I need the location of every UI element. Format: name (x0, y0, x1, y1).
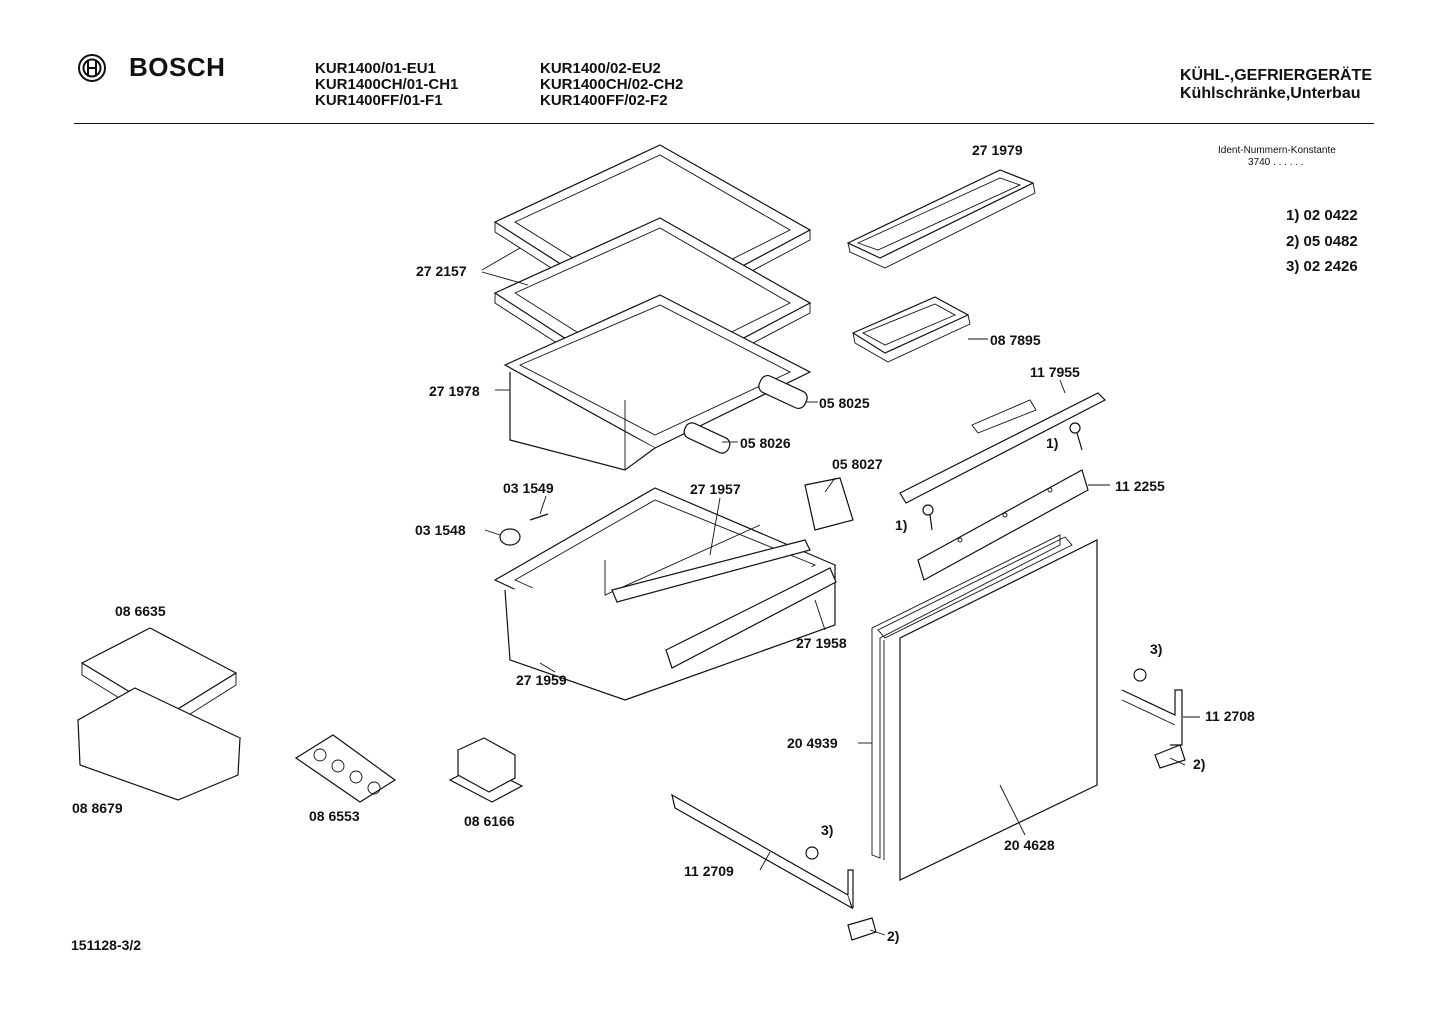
clip-2b (847, 917, 877, 941)
footnote-ref: 2) (887, 928, 900, 944)
category: KÜHL-,GEFRIERGERÄTE Kühlschränke,Unterba… (1180, 67, 1372, 103)
part-label: 20 4939 (787, 735, 838, 751)
roller-031548 (499, 528, 521, 546)
brand-name: BOSCH (129, 52, 226, 82)
part-label: 03 1549 (503, 480, 554, 496)
footnote-ref: 1) (895, 517, 908, 533)
part-label: 11 2255 (1115, 478, 1165, 494)
footnote: 1) 02 0422 (1286, 207, 1358, 224)
part-label: 03 1548 (415, 522, 466, 538)
part-label: 11 7955 (1030, 364, 1080, 380)
clip-2a (1154, 744, 1186, 769)
bosch-logo-icon (78, 53, 106, 82)
part-label: 08 8679 (72, 800, 123, 816)
model-number: KUR1400CH/01-CH1 (315, 76, 459, 93)
part-label: 05 8027 (832, 456, 883, 472)
egg-tray (294, 734, 397, 803)
part-label: 11 2709 (684, 863, 734, 879)
footnote-list: 1) 02 0422 2) 05 0482 3) 02 2426 (1286, 203, 1358, 280)
part-label: 11 2708 (1205, 708, 1255, 724)
model-list-1: KUR1400/01-EU1 KUR1400CH/01-CH1 KUR1400F… (315, 61, 458, 109)
category-line: KÜHL-,GEFRIERGERÄTE (1180, 67, 1372, 84)
cover-strip (899, 392, 1107, 504)
screw-3a (1133, 668, 1147, 682)
ident-constant: Ident-Nummern-Konstante 3740 . . . . . . (1218, 145, 1336, 169)
part-label: 08 7895 (990, 332, 1041, 348)
ident-value: 3740 . . . . . . (1248, 157, 1304, 168)
document-number: 151128-3/2 (71, 937, 142, 953)
footnote-ref: 2) (1193, 756, 1206, 772)
leader-lines (481, 247, 1200, 936)
door-panel (877, 536, 1098, 881)
hinge-bracket-right (1121, 689, 1183, 746)
part-label: 20 4628 (1004, 837, 1055, 853)
crisper-tray (503, 294, 812, 471)
drawer-rod-271957 (611, 539, 811, 603)
part-label: 05 8026 (740, 435, 791, 451)
footnote-ref: 1) (1046, 435, 1059, 451)
drawer (493, 487, 837, 701)
bracket-058027 (804, 477, 854, 531)
model-number: KUR1400/01-EU1 (315, 60, 436, 77)
door-tray-small (851, 296, 971, 363)
ident-label: Ident-Nummern-Konstante (1218, 145, 1336, 156)
hinge-bracket-lower (671, 793, 854, 910)
category-line: Kühlschränke,Unterbau (1180, 85, 1361, 102)
clip-058025 (758, 374, 808, 410)
butter-dish (448, 737, 524, 803)
part-label: 05 8025 (819, 395, 870, 411)
door-gasket (871, 534, 1061, 860)
part-label: 27 1978 (429, 383, 480, 399)
hinge-rail (917, 469, 1089, 581)
part-label: 27 1958 (796, 635, 847, 651)
model-list-2: KUR1400/02-EU2 KUR1400CH/02-CH2 KUR1400F… (540, 61, 683, 109)
part-label: 27 1959 (516, 672, 567, 688)
pin-031549 (529, 513, 549, 521)
footnote-ref: 3) (821, 822, 834, 838)
model-number: KUR1400CH/02-CH2 (540, 76, 684, 93)
screw-1a (1069, 422, 1083, 451)
model-number: KUR1400/02-EU2 (540, 60, 661, 77)
screw-3b (805, 846, 819, 860)
door-tray-long (846, 169, 1036, 269)
part-label: 08 6635 (115, 603, 166, 619)
part-label: 08 6166 (464, 813, 515, 829)
footnote-ref: 3) (1150, 641, 1163, 657)
screw-1b (922, 504, 934, 531)
bottle-box (76, 687, 242, 801)
model-number: KUR1400FF/01-F1 (315, 92, 443, 109)
header-divider (74, 123, 1374, 124)
part-label: 27 1957 (690, 481, 741, 497)
part-label: 08 6553 (309, 808, 360, 824)
brand: BOSCH (77, 52, 225, 83)
part-label: 27 1979 (972, 142, 1023, 158)
model-number: KUR1400FF/02-F2 (540, 92, 668, 109)
part-label: 27 2157 (416, 263, 467, 279)
footnote: 3) 02 2426 (1286, 258, 1358, 275)
footnote: 2) 05 0482 (1286, 232, 1358, 250)
drawer-rod-271958 (665, 567, 837, 669)
clip-058026 (683, 422, 731, 454)
